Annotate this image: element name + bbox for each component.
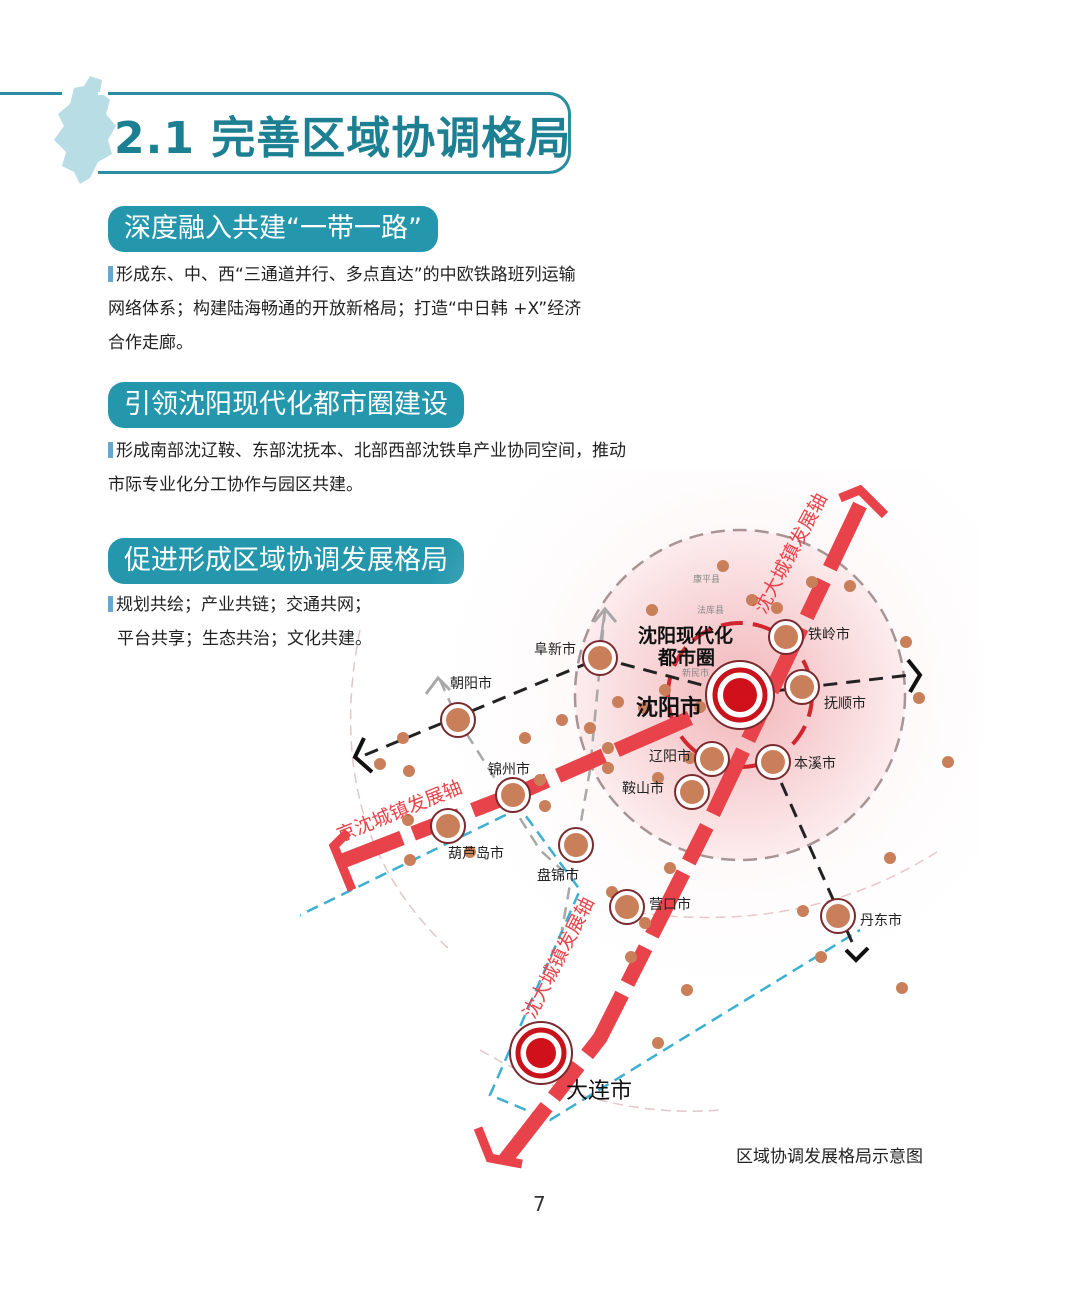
shenda-axis (499, 501, 867, 1165)
node-shenyang-core (705, 660, 775, 730)
page-number: 7 (533, 1192, 546, 1216)
east-west-corridor (364, 656, 911, 757)
bullet-bar (108, 596, 113, 612)
east-arrow-icon (906, 658, 923, 694)
north-axis-arrow-icon (838, 484, 889, 519)
bullet-bar (108, 442, 113, 458)
west-axis-arrow-icon (328, 828, 357, 892)
label-liaoyang: 辽阳市 (649, 748, 691, 765)
label-yingkou: 营口市 (649, 896, 691, 913)
label-dandong: 丹东市 (860, 912, 902, 929)
label-xinmin: 新民市 (682, 667, 709, 679)
label-panjin: 盘锦市 (537, 867, 579, 884)
label-huludao: 葫芦岛市 (448, 845, 504, 862)
node-dalian-core (509, 1021, 573, 1085)
label-jinzhou: 锦州市 (488, 761, 530, 778)
section-heading-regional: 促进形成区域协调发展格局 (108, 538, 464, 584)
south-axis-arrow-icon (473, 1126, 523, 1169)
north-arrow-fuxin-icon (592, 606, 618, 623)
north-arrow-chaoyang-icon (424, 675, 452, 695)
node-yingkou (609, 889, 645, 925)
title-frame (98, 92, 571, 174)
label-faku: 法库县 (697, 604, 724, 616)
node-liaoyang (694, 741, 730, 777)
label-dalian: 大连市 (566, 1079, 632, 1104)
node-fuxin (582, 640, 618, 676)
regional-pattern-map: 铁岭市 抚顺市 本溪市 辽阳市 鞍山市 阜新市 朝阳市 锦州市 葫芦岛市 盘锦市… (300, 470, 980, 1169)
town-dots (374, 560, 954, 1073)
node-anshan (674, 774, 710, 810)
page-title: 2.1 完善区域协调格局 (114, 113, 572, 164)
node-panjin (558, 827, 594, 863)
label-kangping: 康平县 (693, 573, 720, 585)
coastal-zone-outline (300, 806, 861, 1122)
west-arrow-icon (352, 737, 374, 774)
node-benxi (755, 744, 791, 780)
section-text-regional: 规划共绘；产业共链；交通共网； 平台共享；生态共治；文化共建。 (108, 588, 372, 656)
node-fushun (784, 669, 820, 705)
city-nodes (430, 619, 856, 934)
label-shenyang: 沈阳市 (636, 695, 702, 721)
node-chaoyang (440, 702, 476, 738)
jingshen-axis (337, 711, 694, 869)
node-tieling (768, 619, 804, 655)
node-jinzhou (495, 777, 531, 813)
header-rule (0, 92, 62, 95)
section-text-metro: 形成南部沈辽鞍、东部沈抚本、北部西部沈铁阜产业协同空间，推动 市际专业化分工协作… (108, 441, 626, 495)
label-metro-line2: 都市圈 (657, 646, 715, 669)
bullet-bar (108, 266, 113, 282)
node-huludao (430, 808, 466, 844)
label-tieling: 铁岭市 (808, 626, 850, 643)
south-arrow-icon (844, 946, 870, 963)
section-heading-belt-road: 深度融入共建“一带一路” (108, 206, 438, 252)
label-fuxin: 阜新市 (534, 641, 576, 658)
label-chaoyang: 朝阳市 (450, 675, 492, 692)
label-benxi: 本溪市 (794, 755, 836, 772)
section-heading-metro: 引领沈阳现代化都市圈建设 (108, 382, 464, 428)
section-text-belt-road: 形成东、中、西“三通道并行、多点直达”的中欧铁路班列运输 网络体系；构建陆海畅通… (108, 265, 582, 353)
node-dandong (820, 898, 856, 934)
label-anshan: 鞍山市 (622, 780, 664, 797)
map-caption: 区域协调发展格局示意图 (736, 1147, 923, 1167)
label-fushun: 抚顺市 (824, 695, 866, 712)
label-metro-line1: 沈阳现代化 (638, 624, 733, 647)
